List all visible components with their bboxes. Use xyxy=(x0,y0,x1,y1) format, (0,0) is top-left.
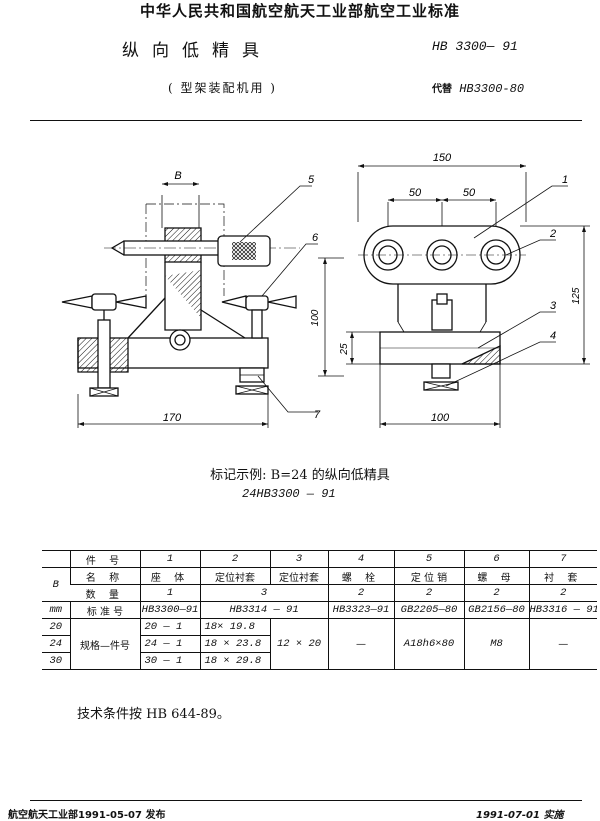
table-cell: 2 xyxy=(327,584,394,602)
front-view xyxy=(61,182,344,428)
table-cell: 定位衬套 xyxy=(199,567,270,585)
table-cell: 6 xyxy=(463,550,529,568)
callout-1: 1 xyxy=(562,174,568,186)
table-cell: 18× 19.8 xyxy=(199,618,270,636)
table-cell: — xyxy=(327,618,394,670)
row-title: 件 号 xyxy=(69,550,140,568)
standard-number: HB 3300— 91 xyxy=(432,39,518,54)
replaces-label: 代替 xyxy=(432,84,452,95)
spec-table: 件 号 1 2 3 4 5 6 7 B 名 称 座 体 定位衬套 定位衬套 螺 … xyxy=(42,550,597,670)
table-row: B 名 称 座 体 定位衬套 定位衬套 螺 栓 定 位 销 螺 母 衬 套 xyxy=(42,567,597,602)
table-cell: 18 × 23.8 xyxy=(199,635,270,653)
table-cell: 螺 栓 xyxy=(327,567,394,585)
b-value: 24 xyxy=(42,635,70,653)
technical-drawing: B 170 100 5 6 7 xyxy=(61,152,590,428)
dim-170: 170 xyxy=(163,412,182,424)
document-title: 纵向低精具 xyxy=(122,41,272,61)
table-cell: 5 xyxy=(393,550,464,568)
row-title: 数 量 xyxy=(70,584,140,602)
table-cell: HB3316 — 91 xyxy=(528,601,597,619)
header-rule xyxy=(30,120,582,121)
table-cell: — xyxy=(528,618,597,670)
table-cell: GB2205—80 xyxy=(393,601,464,619)
table-cell: 座 体 xyxy=(139,567,200,585)
side-view xyxy=(346,164,590,428)
marking-example-code: 24HB3300 — 91 xyxy=(242,487,336,501)
b-value: 20 xyxy=(42,618,70,636)
table-cell: 12 × 20 xyxy=(269,618,328,670)
dim-50-right: 50 xyxy=(463,187,476,199)
technical-conditions-note: 技术条件按 HB 644-89。 xyxy=(77,707,230,722)
table-cell: 18 × 29.8 xyxy=(199,652,270,670)
dim-125: 125 xyxy=(571,287,582,304)
table-cell: 1 xyxy=(139,550,200,568)
unit-mm: mm xyxy=(42,601,70,619)
table-cell: 2 xyxy=(463,584,529,602)
dim-B: B xyxy=(174,170,181,182)
table-row: 数 量 1 3 2 2 2 2 xyxy=(42,584,597,602)
replaces-standard: 代替 HB3300-80 xyxy=(432,80,524,96)
table-cell: HB3323—91 xyxy=(327,601,394,619)
footer-rule xyxy=(30,800,582,801)
col-B-header: B xyxy=(42,567,70,602)
table-cell: 20 — 1 xyxy=(139,618,200,636)
marking-example-caption: 标记示例: B=24 的纵向低精具 xyxy=(210,468,390,483)
dim-150: 150 xyxy=(433,152,452,164)
dim-50-left: 50 xyxy=(409,187,422,199)
callout-3: 3 xyxy=(550,300,557,312)
table-cell: 7 xyxy=(528,550,597,568)
issuing-organization: 中华人民共和国航空航天工业部航空工业标准 xyxy=(139,2,460,20)
table-cell: HB3314 — 91 xyxy=(199,601,328,619)
table-cell: HB3300—91 xyxy=(139,601,200,619)
table-cell: 2 xyxy=(393,584,464,602)
callout-4: 4 xyxy=(550,330,556,342)
dim-25: 25 xyxy=(339,343,350,356)
dim-100-width: 100 xyxy=(431,412,450,424)
document-subtitle: ( 型架装配机用 ) xyxy=(168,81,277,95)
table-cell: 3 xyxy=(269,550,328,568)
table-cell: 2 xyxy=(199,550,270,568)
callout-2: 2 xyxy=(549,228,556,240)
callout-7: 7 xyxy=(314,409,321,421)
replaces-number: HB3300-80 xyxy=(459,82,525,96)
table-cell: M8 xyxy=(463,618,529,670)
table-row: 件 号 1 2 3 4 5 6 7 xyxy=(42,550,597,568)
row-title: 标 准 号 xyxy=(69,601,140,619)
implementation-date: 1991-07-01 实施 xyxy=(476,810,564,821)
table-cell: 3 xyxy=(199,584,328,602)
table-cell: 1 xyxy=(139,584,200,602)
table-row: 30 30 — 1 18 × 29.8 xyxy=(42,652,597,670)
table-row: mm 标 准 号 HB3300—91 HB3314 — 91 HB3323—91… xyxy=(42,601,597,619)
table-row: 20 规格—件号 20 — 1 18× 19.8 12 × 20 — A18h6… xyxy=(42,618,597,670)
table-cell: 30 — 1 xyxy=(139,652,200,670)
table-cell: 24 — 1 xyxy=(139,635,200,653)
table-cell: 定 位 销 xyxy=(393,567,464,585)
row-title: 名 称 xyxy=(69,567,140,585)
table-cell: 螺 母 xyxy=(463,567,529,585)
b-value: 30 xyxy=(42,652,70,670)
table-cell: 衬 套 xyxy=(528,567,597,585)
table-cell: 4 xyxy=(327,550,394,568)
table-cell: 2 xyxy=(528,584,597,602)
callout-5: 5 xyxy=(308,174,315,186)
table-cell: A18h6×80 xyxy=(393,618,464,670)
issue-info: 航空航天工业部1991-05-07 发布 xyxy=(8,810,166,821)
table-cell: 定位衬套 xyxy=(269,567,328,585)
table-row: 24 24 — 1 18 × 23.8 xyxy=(42,635,597,653)
dim-100-height: 100 xyxy=(310,309,321,326)
callout-6: 6 xyxy=(312,232,319,244)
table-cell: GB2156—80 xyxy=(463,601,529,619)
group-label: 规格—件号 xyxy=(69,618,140,670)
